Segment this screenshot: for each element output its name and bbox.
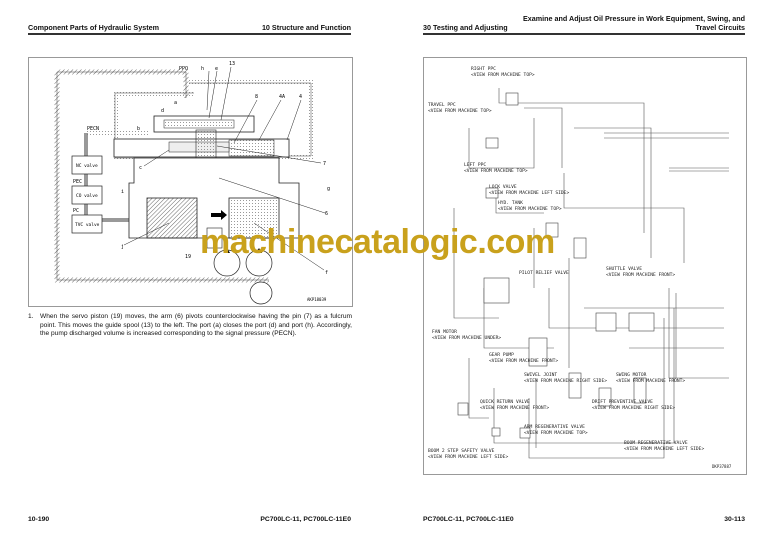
shuttle-valve-view: <VIEW FROM MACHINE FRONT> [606,272,675,278]
label-19: 19 [185,254,191,260]
right-header-rule [423,33,745,35]
swing-motor-view: <VIEW FROM MACHINE FRONT> [616,378,685,384]
swing-motor-label: SWING MOTOR [616,372,647,378]
arm-regen-valve-view: <VIEW FROM MACHINE TOP> [524,430,588,436]
lock-valve-view: <VIEW FROM MACHINE LEFT SIDE> [489,190,569,196]
left-model: PC700LC-11, PC700LC-11E0 [260,516,351,523]
tvc-valve-label: TVC valve [75,222,100,228]
label-e: e [215,66,218,72]
watermark: machinecatalogic.com [200,223,555,261]
label-i: i [121,189,124,195]
hyd-tank-label: HYD. TANK [498,200,523,206]
right-header-line1: Examine and Adjust Oil Pressure in Work … [522,14,745,23]
gear-pump-label: GEAR PUMP [489,352,514,358]
label-a: a [174,100,177,106]
right-ppc-label: RIGHT PPC [471,66,496,72]
right-header-line2: Travel Circuits [695,23,745,32]
label-h: h [201,66,204,72]
boom-regen-valve-view: <VIEW FROM MACHINE LEFT SIDE> [624,446,704,452]
left-page-number: 10-190 [28,516,50,523]
label-j: j [121,244,124,250]
label-c: c [139,165,142,171]
pilot-circuit-figure: RIGHT PPC <VIEW FROM MACHINE TOP> TRAVEL… [423,57,747,475]
travel-ppc-view: <VIEW FROM MACHINE TOP> [428,108,492,114]
circuit-diagram: RIGHT PPC <VIEW FROM MACHINE TOP> TRAVEL… [428,66,732,469]
right-page-number: 30-113 [724,516,745,523]
right-ppc-view: <VIEW FROM MACHINE TOP> [471,72,535,78]
quick-return-valve-label: QUICK RETURN VALVE [480,399,530,405]
pump-diagram: NC valve PEC CO valve PC TVC valve PPO h… [54,61,330,305]
fan-motor-label: FAN MOTOR [432,329,457,335]
travel-ppc-label: TRAVEL PPC [428,102,456,108]
quick-return-valve-view: <VIEW FROM MACHINE FRONT> [480,405,549,411]
label-4: 4 [299,94,302,100]
pilot-relief-valve-label: PILOT RELIEF VALVE [519,270,569,276]
boom-safety-valve-view: <VIEW FROM MACHINE LEFT SIDE> [428,454,508,460]
right-header-section: 30 Testing and Adjusting [423,23,508,32]
label-13: 13 [229,61,235,67]
pc-label: PC [73,208,79,214]
left-header-section: 10 Structure and Function [261,23,351,32]
fan-motor-view: <VIEW FROM MACHINE UNDER> [432,335,501,341]
swivel-joint-view: <VIEW FROM MACHINE RIGHT SIDE> [524,378,607,384]
boom-regen-valve-label: BOOM REGENERATIVE VALVE [624,440,688,446]
pecn-label: PECN [87,126,99,132]
label-f: f [325,270,328,276]
label-d: d [161,108,164,114]
label-6: 6 [325,211,328,217]
hydraulic-pump-figure: NC valve PEC CO valve PC TVC valve PPO h… [28,57,353,307]
label-g: g [327,186,330,192]
gear-pump-view: <VIEW FROM MACHINE FRONT> [489,358,558,364]
lock-valve-label: LOCK VALVE [489,184,517,190]
step-text: When the servo piston (19) moves, the ar… [40,313,352,338]
right-header-title: Examine and Adjust Oil Pressure in Work … [515,14,745,32]
drift-valve-label: DRIFT PREVENTIVE VALVE [592,399,653,405]
label-4a: 4A [279,94,285,100]
step-number: 1. [28,313,34,320]
drift-valve-view: <VIEW FROM MACHINE RIGHT SIDE> [592,405,675,411]
hyd-tank-view: <VIEW FROM MACHINE TOP> [498,206,562,212]
left-header-rule [28,33,351,35]
left-ppc-label: LEFT PPC [464,162,486,168]
label-8: 8 [255,94,258,100]
co-valve-label: CO valve [76,193,98,199]
left-header-title: Component Parts of Hydraulic System [28,23,159,32]
label-b: b [137,126,140,132]
ppo-label: PPO [179,66,188,72]
figure-code: DKP37887 [712,464,732,469]
figure-code: AKP18039 [307,297,327,302]
boom-safety-valve-label: BOOM 2 STEP SAFETY VALVE [428,448,495,454]
left-ppc-view: <VIEW FROM MACHINE TOP> [464,168,528,174]
swivel-joint-label: SWIVEL JOINT [524,372,557,378]
pec-label: PEC [73,179,82,185]
nc-valve-label: NC valve [76,163,98,169]
right-model: PC700LC-11, PC700LC-11E0 [423,516,514,523]
label-7: 7 [323,161,326,167]
shuttle-valve-label: SHUTTLE VALVE [606,266,642,272]
arm-regen-valve-label: ARM REGENERATIVE VALVE [524,424,585,430]
